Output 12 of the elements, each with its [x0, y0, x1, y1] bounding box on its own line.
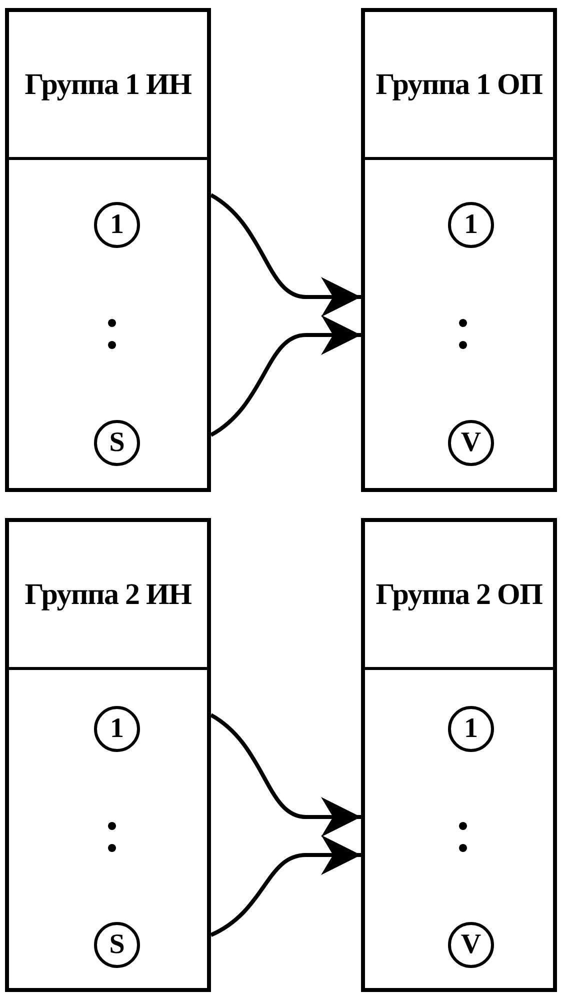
group-box — [5, 8, 211, 492]
group-box — [361, 518, 557, 992]
curved-arrow — [210, 193, 361, 317]
group-heading: Группа 1 ОП — [376, 68, 542, 102]
curved-arrow — [210, 713, 361, 837]
group-box — [5, 518, 211, 992]
group-heading: Группа 2 ИН — [24, 578, 192, 612]
group-heading: Группа 2 ОП — [376, 578, 542, 612]
curved-arrow — [210, 835, 361, 937]
group-box — [361, 8, 557, 492]
curved-arrow — [210, 315, 361, 437]
group-heading: Группа 1 ИН — [24, 68, 192, 102]
